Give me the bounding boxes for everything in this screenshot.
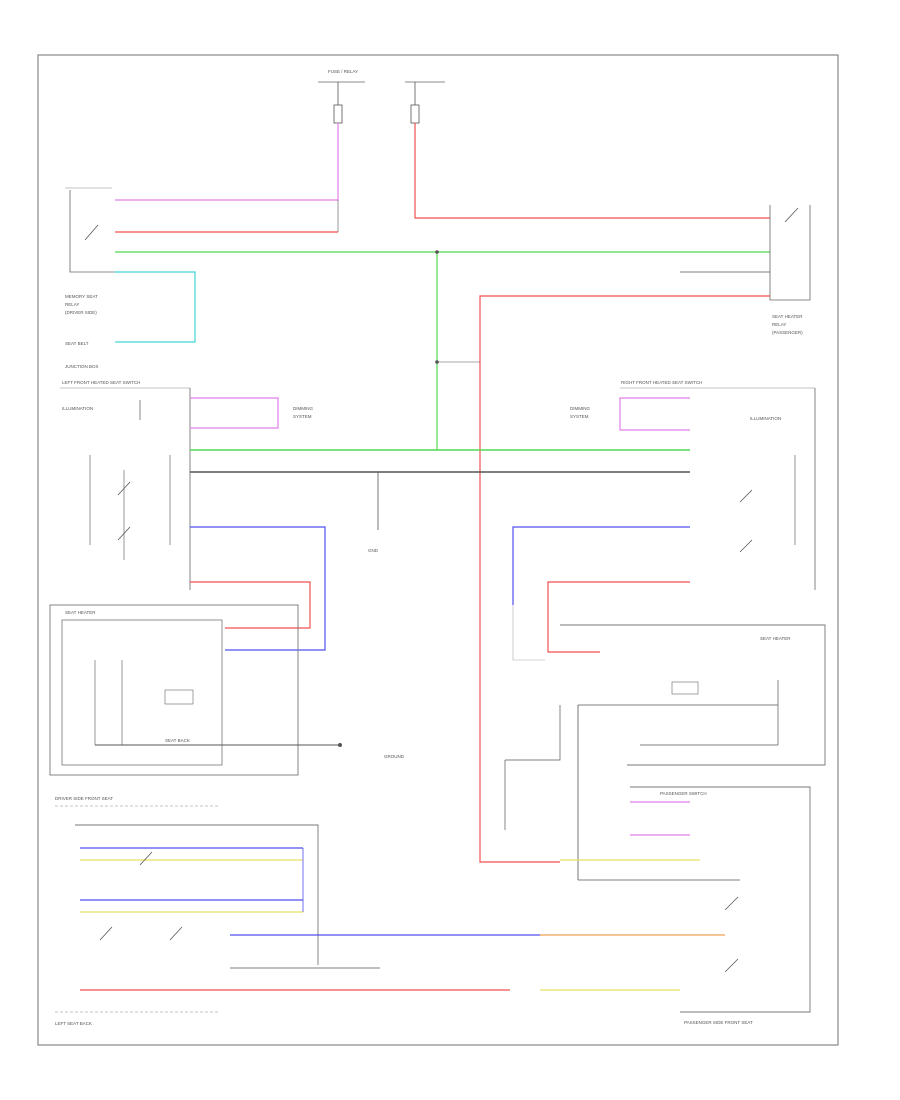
svg-text:(PASSENGER): (PASSENGER) xyxy=(772,330,803,335)
svg-text:ILLUMINATION: ILLUMINATION xyxy=(62,406,93,411)
seat-heater-right-label: SEAT HEATER xyxy=(760,636,791,641)
seat-heater-right-box xyxy=(560,624,826,766)
top-fuse-label: FUSE / RELAY xyxy=(328,69,358,74)
wire-blue-right xyxy=(512,526,690,605)
svg-text:SEAT HEATER: SEAT HEATER xyxy=(772,314,803,319)
wire-pink-top xyxy=(115,123,339,201)
left-seat-label: LEFT SEAT BACK xyxy=(55,1021,92,1026)
seat-heater-left-label: SEAT HEATER xyxy=(65,610,96,615)
passenger-seat-label: PASSENGER SIDE FRONT SEAT xyxy=(684,1020,753,1025)
svg-text:PASSENGER SWITCH: PASSENGER SWITCH xyxy=(660,791,707,796)
svg-text:DIMMING: DIMMING xyxy=(570,406,590,411)
wire-blue-left xyxy=(190,526,326,651)
driver-seat-label: DRIVER SIDE FRONT SEAT xyxy=(55,796,113,801)
svg-text:JUNCTION BOX: JUNCTION BOX xyxy=(65,364,99,369)
right-switch-contact-1 xyxy=(739,489,753,503)
svg-text:RELAY: RELAY xyxy=(65,302,79,307)
top-fuse-group: FUSE / RELAY xyxy=(318,69,445,124)
right-switch-label: RIGHT FRONT HEATED SEAT SWITCH xyxy=(621,380,702,385)
fuse-right-symbol xyxy=(410,104,420,124)
wire-pink-left-switch xyxy=(190,397,279,429)
wire-red-vertical xyxy=(479,295,770,863)
svg-text:SEAT BACK: SEAT BACK xyxy=(165,738,190,743)
svg-text:DIMMING: DIMMING xyxy=(293,406,313,411)
svg-text:SEAT BELT: SEAT BELT xyxy=(65,341,89,346)
left-switch-label: LEFT FRONT HEATED SEAT SWITCH xyxy=(62,380,140,385)
svg-text:GROUND: GROUND xyxy=(384,754,405,759)
svg-text:MEMORY SEAT: MEMORY SEAT xyxy=(65,294,98,299)
diagram-frame xyxy=(37,54,839,1046)
svg-text:SYSTEM: SYSTEM xyxy=(293,414,312,419)
wire-cyan-loop xyxy=(115,271,196,343)
svg-text:(DRIVER SIDE): (DRIVER SIDE) xyxy=(65,310,97,315)
right-switch-contact-2 xyxy=(739,539,753,553)
svg-text:SYSTEM: SYSTEM xyxy=(570,414,589,419)
ground-label: GND xyxy=(368,548,379,553)
svg-text:ILLUMINATION: ILLUMINATION xyxy=(750,416,781,421)
fuse-left-symbol xyxy=(333,104,343,124)
svg-text:RELAY: RELAY xyxy=(772,322,786,327)
wire-pink-right-switch xyxy=(619,397,690,431)
wire-red-left-loop xyxy=(190,581,311,629)
switch-right-top-symbol xyxy=(784,207,799,223)
wire-red-right-loop xyxy=(547,581,690,653)
seat-heater-left-box xyxy=(49,604,299,776)
switch-left-top-symbol xyxy=(84,224,99,241)
wire-red-top xyxy=(414,123,770,219)
